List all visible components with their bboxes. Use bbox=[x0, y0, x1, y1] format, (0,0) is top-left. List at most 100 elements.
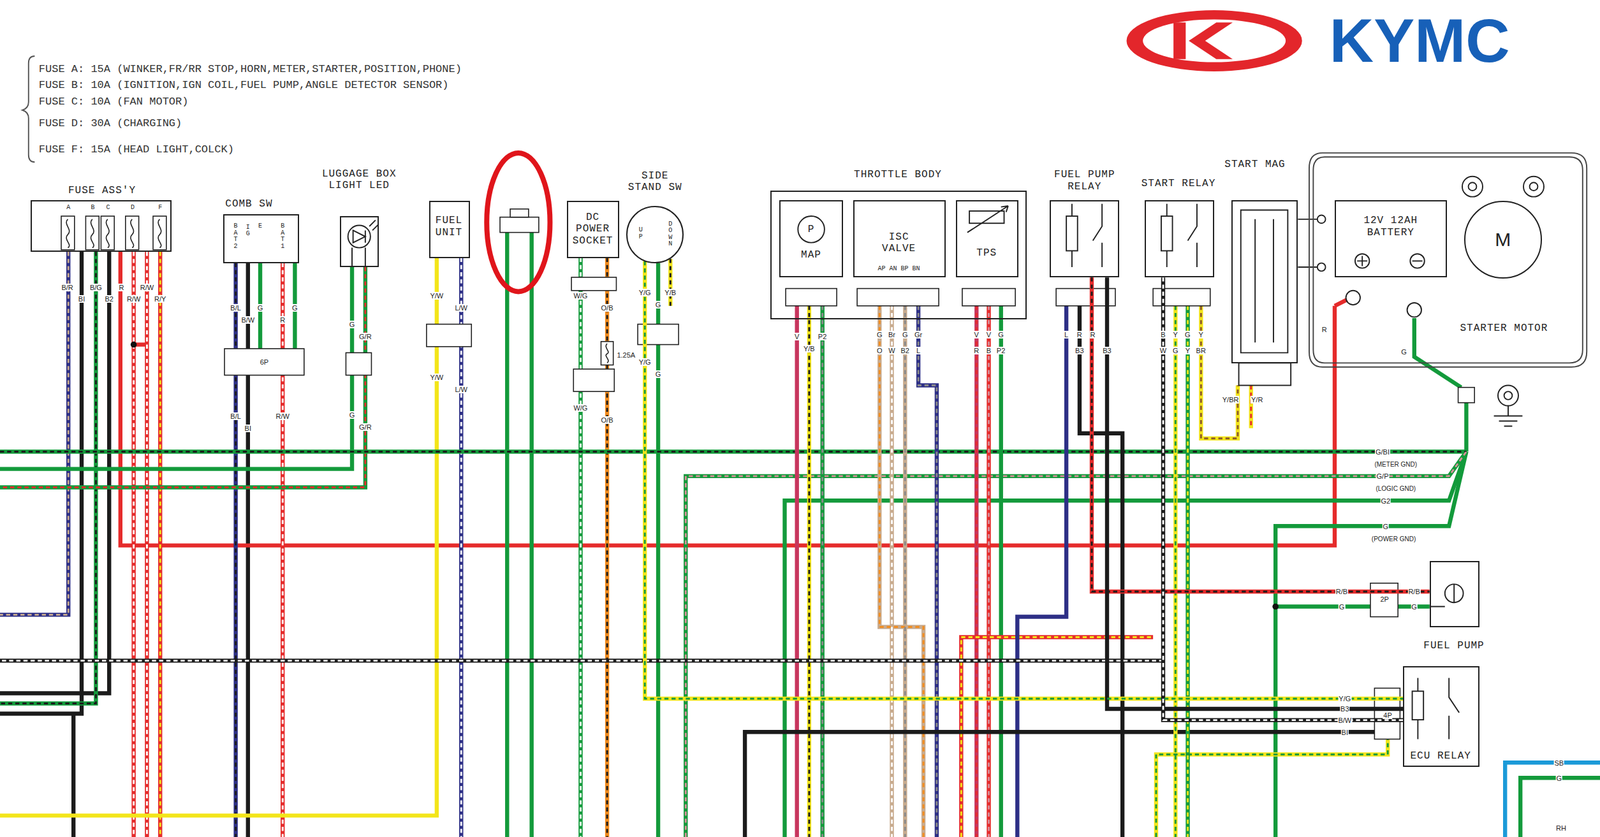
wire-stripe bbox=[1163, 277, 1403, 720]
wire-code: L/W bbox=[454, 385, 469, 394]
terminal-name: MAP bbox=[800, 249, 822, 261]
wire-code: Y/W bbox=[429, 292, 444, 300]
wire-code: G/R bbox=[358, 332, 373, 341]
fuse-note: FUSE B: 10A (IGNITION,IGN COIL,FUEL PUMP… bbox=[38, 79, 449, 92]
wire bbox=[146, 251, 148, 837]
wire bbox=[1504, 762, 1600, 837]
terminal-name: E bbox=[256, 223, 264, 231]
component-name: 12V 12AH BATTERY bbox=[1358, 214, 1423, 239]
component-name: START RELAY bbox=[1141, 177, 1217, 190]
component-symbol bbox=[22, 56, 1587, 740]
wire-code: W/G bbox=[572, 404, 588, 412]
wire bbox=[1186, 306, 1189, 837]
ground-bus-label: (METER GND) bbox=[1373, 461, 1418, 469]
wire bbox=[1017, 306, 1067, 837]
wire-code: O/B bbox=[600, 416, 615, 425]
component-symbol bbox=[1313, 156, 1583, 363]
wire bbox=[1275, 604, 1373, 609]
wire-code: Y/B bbox=[802, 344, 816, 353]
throttle-body: PMAPISC VALVEAP AN BP BNTPSTHROTTLE BODY bbox=[770, 190, 1027, 320]
valve-block: ISC VALVEAP AN BP BN bbox=[853, 200, 947, 279]
wire-code: B/W bbox=[1337, 716, 1352, 725]
wire bbox=[1504, 762, 1600, 837]
wire-code: P2 bbox=[817, 332, 828, 341]
component-name: P bbox=[807, 223, 815, 236]
wire bbox=[820, 306, 825, 837]
wire-code: W bbox=[1159, 346, 1167, 355]
component-symbol bbox=[1497, 385, 1519, 407]
component-name: ISC VALVE bbox=[876, 230, 923, 255]
fuse-note: FUSE F: 15A (HEAD LIGHT,COLCK) bbox=[38, 144, 235, 157]
wire-code: R bbox=[973, 346, 980, 355]
component-name: M bbox=[1494, 228, 1511, 252]
fuse-symbol bbox=[125, 216, 140, 250]
wire-code: B3 bbox=[1074, 346, 1085, 355]
wire-connector bbox=[1091, 277, 1430, 592]
wire-code: G bbox=[291, 304, 299, 312]
terminal-name: B bbox=[91, 204, 96, 213]
wire bbox=[0, 449, 1467, 454]
wire bbox=[685, 451, 1467, 837]
wire bbox=[821, 306, 824, 837]
junction-dot bbox=[130, 341, 138, 349]
lamp-block: LUGGAGE BOX LIGHT LED bbox=[339, 216, 379, 268]
logo-mark bbox=[1142, 19, 1286, 62]
component-name: START MAG bbox=[1224, 158, 1285, 170]
wire-code: B/L bbox=[229, 412, 242, 421]
wire-code: G bbox=[876, 330, 884, 339]
wire-code: Y/W bbox=[429, 373, 444, 382]
wire bbox=[0, 251, 96, 704]
wire bbox=[668, 258, 673, 307]
component-name: DC POWER SOCKET bbox=[568, 211, 618, 247]
component-name: SIDE STAND SW bbox=[626, 169, 684, 194]
terminal-name: DOWN bbox=[667, 221, 674, 249]
connector bbox=[510, 209, 529, 218]
component-symbol bbox=[1317, 214, 1326, 224]
component-symbol bbox=[1240, 209, 1318, 353]
wire bbox=[1173, 306, 1178, 837]
switch-circle: SIDE STAND SWUPDOWN bbox=[626, 205, 684, 264]
wire-code: W bbox=[887, 346, 896, 355]
wire bbox=[1079, 306, 1123, 837]
connector bbox=[571, 277, 617, 291]
component-symbol bbox=[352, 220, 379, 268]
wire-code: R bbox=[1321, 325, 1328, 334]
wire bbox=[0, 251, 110, 694]
wire-code: V bbox=[973, 330, 980, 339]
component-symbol bbox=[1239, 362, 1292, 386]
wire bbox=[0, 251, 96, 704]
component-symbol bbox=[1357, 255, 1368, 266]
wire bbox=[0, 232, 1600, 837]
sender-block: FUEL UNIT bbox=[429, 200, 470, 259]
wire bbox=[1334, 299, 1347, 307]
wire bbox=[505, 232, 509, 837]
wire-code: B/L bbox=[229, 304, 242, 312]
wire bbox=[744, 732, 1375, 837]
wire-code: O/B bbox=[600, 304, 615, 312]
wire-code: L bbox=[1063, 330, 1069, 339]
wire-code: Y/G bbox=[1337, 695, 1352, 703]
wire-code: R/W bbox=[274, 412, 290, 421]
wire-code: R bbox=[117, 283, 125, 292]
wire-code: O bbox=[876, 346, 884, 355]
wire-code: BI bbox=[77, 295, 86, 303]
wire-code: G bbox=[1184, 330, 1192, 339]
wire bbox=[986, 306, 991, 837]
wire-code: Y/B bbox=[663, 288, 677, 297]
wire bbox=[744, 306, 1375, 837]
component-symbol bbox=[22, 56, 35, 162]
wire bbox=[668, 258, 673, 307]
switch-block: COMB SWBAT2IGEBAT1 bbox=[223, 214, 299, 264]
wire bbox=[794, 306, 799, 837]
wire-code: B2 bbox=[103, 295, 114, 303]
terminal-name: D bbox=[130, 204, 135, 213]
component-symbol bbox=[1429, 584, 1454, 607]
wire bbox=[1156, 306, 1388, 837]
wire-connector bbox=[1107, 277, 1403, 710]
wire-code: G bbox=[348, 411, 356, 419]
component-name: FUEL PUMP RELAY bbox=[1052, 168, 1118, 193]
wire-code: Br bbox=[887, 330, 896, 339]
wire bbox=[1464, 403, 1468, 453]
wire bbox=[1520, 777, 1600, 837]
wire bbox=[1185, 306, 1190, 837]
